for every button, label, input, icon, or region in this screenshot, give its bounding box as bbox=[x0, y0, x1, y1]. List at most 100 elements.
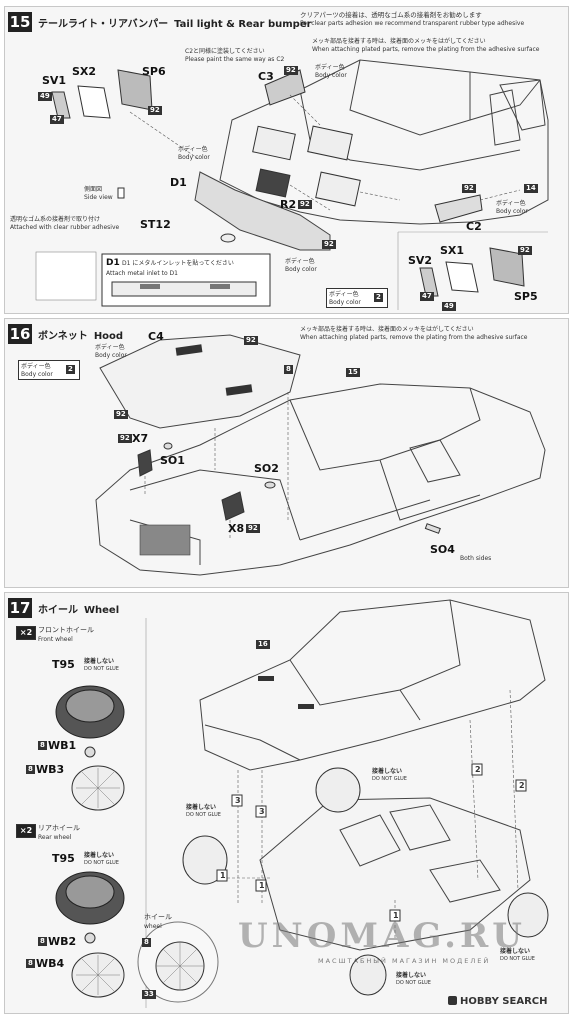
callout-3a: 3 bbox=[235, 796, 241, 805]
code-wb4-8: 8 bbox=[26, 959, 35, 968]
tail-light-lens bbox=[315, 171, 361, 207]
hood-vent-2 bbox=[225, 384, 253, 396]
body-color-box-16: ボディー色 Body color 2 bbox=[18, 360, 80, 380]
hobby-search-logo: HOBBY SEARCH bbox=[448, 996, 547, 1007]
label-c2: C2 bbox=[466, 220, 482, 233]
step-ref-15: 15 bbox=[346, 368, 360, 377]
body-color-box-code: 2 bbox=[374, 293, 383, 302]
multiplier-front: ×2 bbox=[16, 626, 36, 640]
seat-front-left bbox=[339, 814, 401, 867]
seat-front-right bbox=[389, 804, 451, 851]
label-wb4: WB4 bbox=[36, 957, 65, 970]
part-sv2 bbox=[419, 267, 439, 297]
label-sx1: SX1 bbox=[440, 244, 465, 257]
callout-1c: 1 bbox=[393, 911, 399, 920]
side-view-en: Side view bbox=[84, 194, 113, 201]
step-17-number: 17 bbox=[8, 598, 32, 618]
code-sp6-92: 92 bbox=[148, 106, 162, 115]
code-sv1-49: 49 bbox=[38, 92, 52, 101]
body-color-en-4: Body color bbox=[285, 266, 317, 273]
step-15-note2-en: When attaching plated parts, remove the … bbox=[312, 46, 540, 53]
step-15-title-jp: テールライト・リアバンパー bbox=[38, 19, 169, 30]
car-rear-outline bbox=[219, 59, 549, 225]
rubber-jp: 透明なゴム系の接着剤で取り付け bbox=[10, 216, 101, 223]
label-sp6: SP6 bbox=[142, 65, 166, 78]
step-16-title-jp: ボンネット bbox=[38, 331, 88, 342]
tail-light-c3 bbox=[264, 69, 306, 106]
label-sv2: SV2 bbox=[408, 254, 433, 267]
label-so2: SO2 bbox=[254, 462, 279, 475]
hood-vent-1 bbox=[175, 344, 203, 356]
rear-tire-inner bbox=[65, 875, 115, 909]
part-so1 bbox=[163, 442, 173, 450]
label-so1: SO1 bbox=[160, 454, 185, 467]
part-sx2 bbox=[77, 85, 111, 119]
part-x7 bbox=[137, 449, 153, 477]
part-x8 bbox=[221, 491, 245, 521]
step-16-title-en: Hood bbox=[93, 331, 124, 342]
callout-1a: 1 bbox=[220, 871, 226, 880]
side-view-jp: 側面図 bbox=[84, 186, 103, 193]
part-sv1 bbox=[51, 91, 71, 119]
label-r2: R2 bbox=[280, 198, 297, 211]
step-15-note-jp: クリアパーツの接着は、透明なゴム系の接着剤をお勧めします bbox=[300, 11, 482, 19]
rear-bumper-d1 bbox=[194, 171, 331, 251]
label-d1-inlet: D1 bbox=[106, 258, 120, 268]
label-x8: X8 bbox=[228, 522, 245, 535]
label-so4: SO4 bbox=[430, 543, 455, 556]
code-sv2-49: 49 bbox=[442, 302, 456, 311]
seat-rear bbox=[429, 859, 501, 903]
c2-same-en: Please paint the same way as C2 bbox=[185, 56, 285, 63]
no-glue-en-car-4: DO NOT GLUE bbox=[396, 980, 431, 986]
label-sv1: SV1 bbox=[42, 74, 67, 87]
label-c4: C4 bbox=[148, 330, 164, 343]
label-wb1: WB1 bbox=[48, 739, 77, 752]
step-16-number: 16 bbox=[8, 324, 32, 344]
code-wheel-8: 8 bbox=[142, 938, 151, 947]
label-x7: X7 bbox=[132, 432, 149, 445]
rear-wheel-jp: リアホイール bbox=[38, 824, 80, 832]
no-glue-jp-car-3: 接着しない bbox=[500, 948, 531, 955]
front-grille bbox=[139, 524, 191, 556]
no-glue-en-car-3: DO NOT GLUE bbox=[500, 956, 535, 962]
hood-c4 bbox=[99, 334, 301, 429]
body-vent-1 bbox=[258, 676, 274, 681]
body-color-en-2: Body color bbox=[178, 154, 210, 161]
step-17-title-en: Wheel bbox=[84, 605, 120, 616]
front-tire-inner bbox=[65, 689, 115, 723]
tail-light-r2 bbox=[255, 168, 291, 198]
metal-inlet-box bbox=[101, 253, 271, 307]
part-so4 bbox=[424, 523, 441, 534]
callout-3b: 3 bbox=[259, 807, 265, 816]
runner-sheet bbox=[35, 251, 97, 301]
step-16-note-en: When attaching plated parts, remove the … bbox=[300, 334, 528, 341]
label-c3: C3 bbox=[258, 70, 274, 83]
step-15-note2-jp: メッキ部品を接着する時は、接着面のメッキをはがしてください bbox=[312, 38, 486, 45]
wheel-jp: ホイール bbox=[144, 913, 172, 921]
callout-2a: 2 bbox=[475, 765, 481, 774]
label-st12: ST12 bbox=[140, 218, 171, 231]
step-16-title: ボンネット Hood bbox=[38, 327, 123, 342]
body-color-jp-2: ボディー色 bbox=[178, 146, 208, 153]
label-t95-front: T95 bbox=[52, 658, 75, 671]
part-sx1 bbox=[445, 261, 479, 293]
both-sides-en: Both sides bbox=[460, 555, 492, 562]
body-color-jp-4: ボディー色 bbox=[285, 258, 315, 265]
code-hood-92: 92 bbox=[244, 336, 258, 345]
step-15-panel bbox=[4, 6, 569, 314]
body-color-box-16-jp: ボディー色 bbox=[21, 363, 51, 370]
no-glue-en-car-1: DO NOT GLUE bbox=[372, 776, 407, 782]
no-glue-en-rear: DO NOT GLUE bbox=[84, 860, 119, 866]
car-body-17 bbox=[199, 599, 546, 771]
body-color-box-16-code: 2 bbox=[66, 365, 75, 374]
metal-inlet-en: Attach metal inlet to D1 bbox=[106, 270, 178, 277]
front-wheel-wb1 bbox=[84, 746, 96, 758]
multiplier-rear: ×2 bbox=[16, 824, 36, 838]
label-sp5: SP5 bbox=[514, 290, 538, 303]
label-wb3: WB3 bbox=[36, 763, 65, 776]
code-hood-92-b: 92 bbox=[114, 410, 128, 419]
code-wb2-8: 8 bbox=[38, 937, 47, 946]
